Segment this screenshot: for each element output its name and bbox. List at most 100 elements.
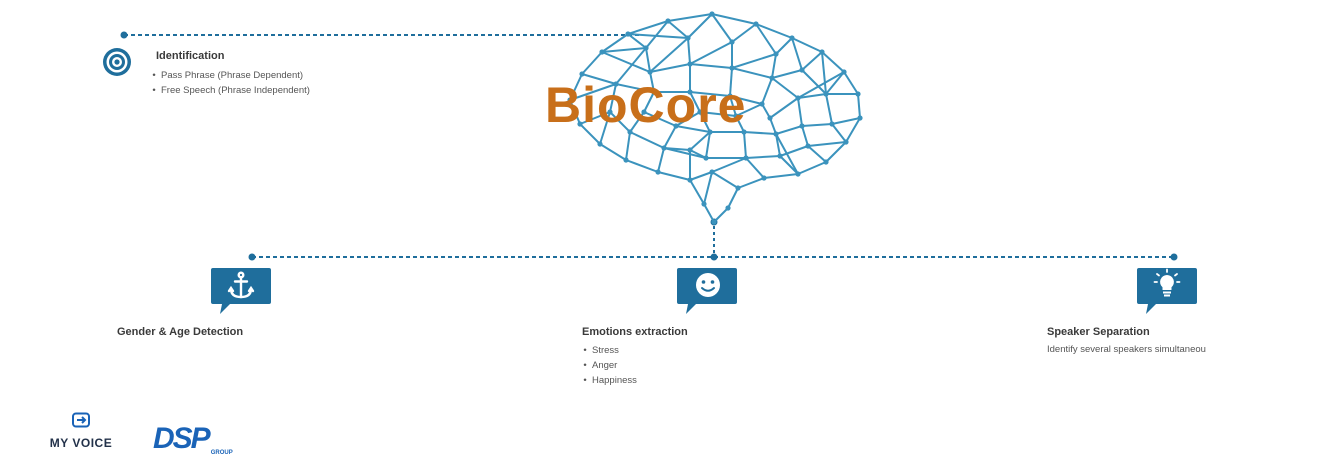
brain-edge [801,123,833,127]
brain-edge [643,111,677,127]
brain-edge [689,63,733,69]
identification-list: Pass Phrase (Phrase Dependent) Free Spee… [147,68,310,98]
brain-node [579,71,585,77]
brain-node [661,145,667,151]
feature-title: Speaker Separation [1047,326,1150,338]
brain-edge [689,179,705,205]
brain-edge [825,93,833,125]
brain-edge [737,177,765,189]
brain-edge [711,157,747,173]
brain-edge [649,37,689,73]
brain-edge [771,53,777,79]
brain-edge [729,95,737,117]
brain-edge [745,157,765,179]
brain-edge [729,95,763,105]
brain-node [743,155,749,161]
brain-edge [629,131,665,149]
brain-node [613,81,619,87]
brain-node [753,21,759,27]
brain-edge [703,171,713,205]
brain-node [795,95,801,101]
brain-edge [579,123,601,145]
brand-title: BioCore [545,77,747,133]
brain-edge [845,117,861,143]
brain-node [627,129,633,135]
brain-edge [643,91,655,113]
brain-edge [761,103,771,119]
brain-node [741,129,747,135]
brain-edge [667,20,689,39]
brain-edge [689,91,731,97]
brain-edge [801,51,823,71]
brain-edge [599,111,611,145]
list-item: Anger [578,358,637,373]
brain-edge [615,47,647,85]
brain-edge [769,97,799,119]
brain-edge [857,93,861,119]
brain-edge [825,141,847,163]
brain-edge [581,73,617,85]
brain-node [625,31,631,37]
brain-edge [689,41,733,65]
brain-node [819,49,825,55]
brain-edge [831,123,847,143]
brain-edge [569,99,581,125]
brain-edge [711,13,733,43]
brain-edge [743,131,747,159]
brain-node [701,201,707,207]
brain-edge [797,71,845,99]
brain-edge [791,37,803,71]
brain-edge [581,51,603,75]
lightbulb-icon [1136,266,1198,316]
brain-edge [745,155,781,159]
brain-edge [627,33,647,49]
brain-edge [689,171,713,181]
brain-edge [731,23,757,43]
brain-edge [821,51,845,73]
brain-node [599,49,605,55]
list-item: Pass Phrase (Phrase Dependent) [147,68,310,83]
list-item: Free Speech (Phrase Independent) [147,83,310,98]
brain-edge [791,37,823,53]
brain-edge [755,23,777,55]
brain-edge [657,171,691,181]
brain-edge [801,125,809,147]
brain-edge [699,111,737,117]
brain-node [709,11,715,17]
brain-edge [735,115,745,133]
brain-edge [599,143,627,161]
brain-edge [625,159,659,173]
brain-edge [775,125,803,135]
brain-edge [843,71,859,95]
brain-edge [699,111,711,133]
brain-node [767,115,773,121]
brain-edge [769,117,777,135]
identification-title: Identification [156,50,225,62]
brain-edge [675,125,711,133]
brain-node [841,69,847,75]
brain-node [729,39,735,45]
brain-node [823,159,829,165]
brain-node [647,69,653,75]
brain-node [733,113,739,119]
brain-edge [627,20,669,35]
brain-node [607,109,613,115]
brain-edge [689,91,701,113]
brain-edge [629,111,645,133]
sign-in-icon [72,412,90,428]
brain-node [761,175,767,181]
brain-edge [705,131,711,159]
brain-node [673,123,679,129]
brain-edge [763,173,799,179]
brain-node [697,109,703,115]
brain-edge [825,71,845,95]
brain-node [567,97,573,103]
brain-edge [711,171,739,189]
brain-node [709,169,715,175]
myvoice-logo: MY VOICE [36,412,126,450]
brain-edge [797,161,827,175]
brain-node [857,115,863,121]
brain-edge [627,33,689,39]
